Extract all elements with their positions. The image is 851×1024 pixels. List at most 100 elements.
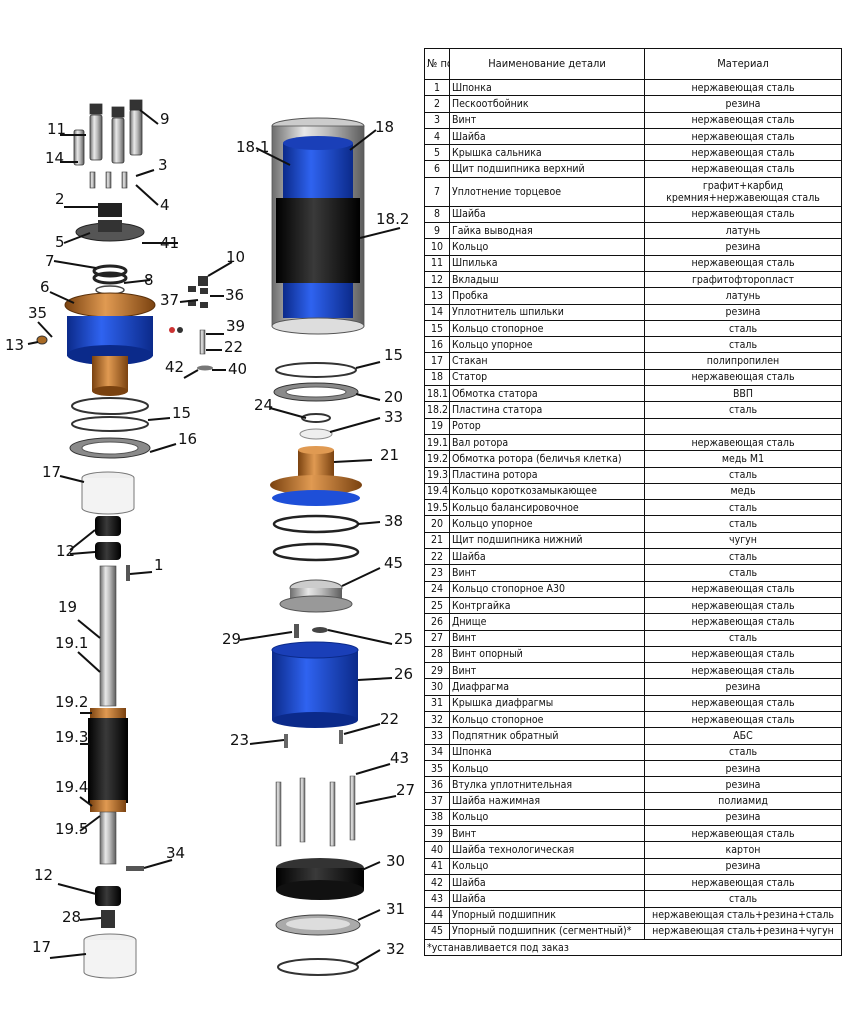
cell-material xyxy=(644,417,842,435)
callout-14: 14 xyxy=(45,149,64,167)
cell-pos: 37 xyxy=(424,792,450,810)
cell-pos: 7 xyxy=(424,176,450,207)
cell-name: Кольцо xyxy=(449,857,645,875)
cell-name: Винт xyxy=(449,564,645,582)
cell-material: сталь xyxy=(644,499,842,517)
cell-name: Кольцо xyxy=(449,238,645,256)
callout-8: 8 xyxy=(144,271,154,289)
cell-pos: 21 xyxy=(424,531,450,550)
cell-material: сталь xyxy=(644,629,842,647)
cell-name: Упорный подшипник (сегментный)* xyxy=(449,922,645,941)
cell-name: Шпонка xyxy=(449,78,645,97)
callout-4: 4 xyxy=(160,196,170,214)
cell-name: Вал ротора xyxy=(449,433,645,452)
cell-name: Втулка уплотнительная xyxy=(449,776,645,794)
retaining-ring-32 xyxy=(277,958,359,976)
callout-45: 45 xyxy=(384,554,403,572)
header-name: Наименование детали xyxy=(449,48,645,80)
callout-22b: 22 xyxy=(380,710,399,728)
parts-table-header: № поз Наименование детали Материал xyxy=(424,48,842,80)
cell-pos: 9 xyxy=(424,222,450,240)
table-footnote: *устанавливается под заказ xyxy=(424,939,842,957)
cell-pos: 22 xyxy=(424,548,450,566)
callout-31: 31 xyxy=(386,900,405,918)
small-parts-36-37 xyxy=(169,276,208,333)
cell-material: нержавеющая сталь xyxy=(644,596,842,615)
cell-material: нержавеющая сталь xyxy=(644,825,842,843)
cell-pos: 1 xyxy=(424,78,450,97)
callout-3: 3 xyxy=(158,156,168,174)
callout-29: 29 xyxy=(222,630,241,648)
callout-5: 5 xyxy=(55,233,65,251)
cell-pos: 18 xyxy=(424,368,450,387)
callout-19-5: 19.5 xyxy=(55,820,88,838)
cell-pos: 44 xyxy=(424,906,450,924)
callout-10: 10 xyxy=(226,248,245,266)
cell-pos: 28 xyxy=(424,645,450,664)
cell-pos: 38 xyxy=(424,808,450,827)
cell-name: Пробка xyxy=(449,287,645,305)
cell-name: Кольцо стопорное xyxy=(449,319,645,338)
cell-material: резина xyxy=(644,808,842,827)
cell-material: медь М1 xyxy=(644,450,842,468)
o-ring-38a xyxy=(272,514,360,534)
cell-pos: 10 xyxy=(424,238,450,256)
table-footnote-row: *устанавливается под заказ xyxy=(424,939,842,957)
callout-30: 30 xyxy=(386,852,405,870)
diaphragm-30 xyxy=(276,858,364,900)
cell-material: резина xyxy=(644,95,842,113)
bushing-12a xyxy=(95,516,121,536)
cell-pos: 29 xyxy=(424,662,450,680)
callout-15a: 15 xyxy=(172,404,191,422)
cell-pos: 26 xyxy=(424,613,450,631)
cell-name: Гайка выводная xyxy=(449,222,645,240)
cell-material: чугун xyxy=(644,531,842,550)
cell-name: Шайба xyxy=(449,873,645,892)
cell-pos: 33 xyxy=(424,727,450,745)
cell-material: полиамид xyxy=(644,792,842,810)
cell-pos: 12 xyxy=(424,270,450,289)
screw-29 xyxy=(294,624,299,638)
cell-name: Винт xyxy=(449,111,645,129)
cell-name: Статор xyxy=(449,368,645,387)
cell-name: Стакан xyxy=(449,352,645,370)
cup-17-bottom xyxy=(83,933,137,979)
callout-2: 2 xyxy=(55,190,65,208)
screws-27 xyxy=(275,775,356,847)
cell-name: Винт опорный xyxy=(449,645,645,664)
cell-material: сталь xyxy=(644,336,842,354)
cell-name: Диафрагма xyxy=(449,678,645,696)
cell-material: резина xyxy=(644,678,842,696)
screw-39 xyxy=(199,329,206,355)
cell-name: Ротор xyxy=(449,417,645,435)
callout-20: 20 xyxy=(384,388,403,406)
cell-name: Кольцо упорное xyxy=(449,515,645,533)
cell-name: Днище xyxy=(449,613,645,631)
callout-24: 24 xyxy=(254,396,273,414)
washer-40 xyxy=(197,365,213,371)
cell-material: латунь xyxy=(644,287,842,305)
cell-name: Контргайка xyxy=(449,596,645,615)
cell-name: Вкладыш xyxy=(449,270,645,289)
cell-material: сталь xyxy=(644,548,842,566)
callout-labels: 9 11 14 3 4 2 5 41 7 8 10 6 35 37 36 13 … xyxy=(5,110,415,958)
